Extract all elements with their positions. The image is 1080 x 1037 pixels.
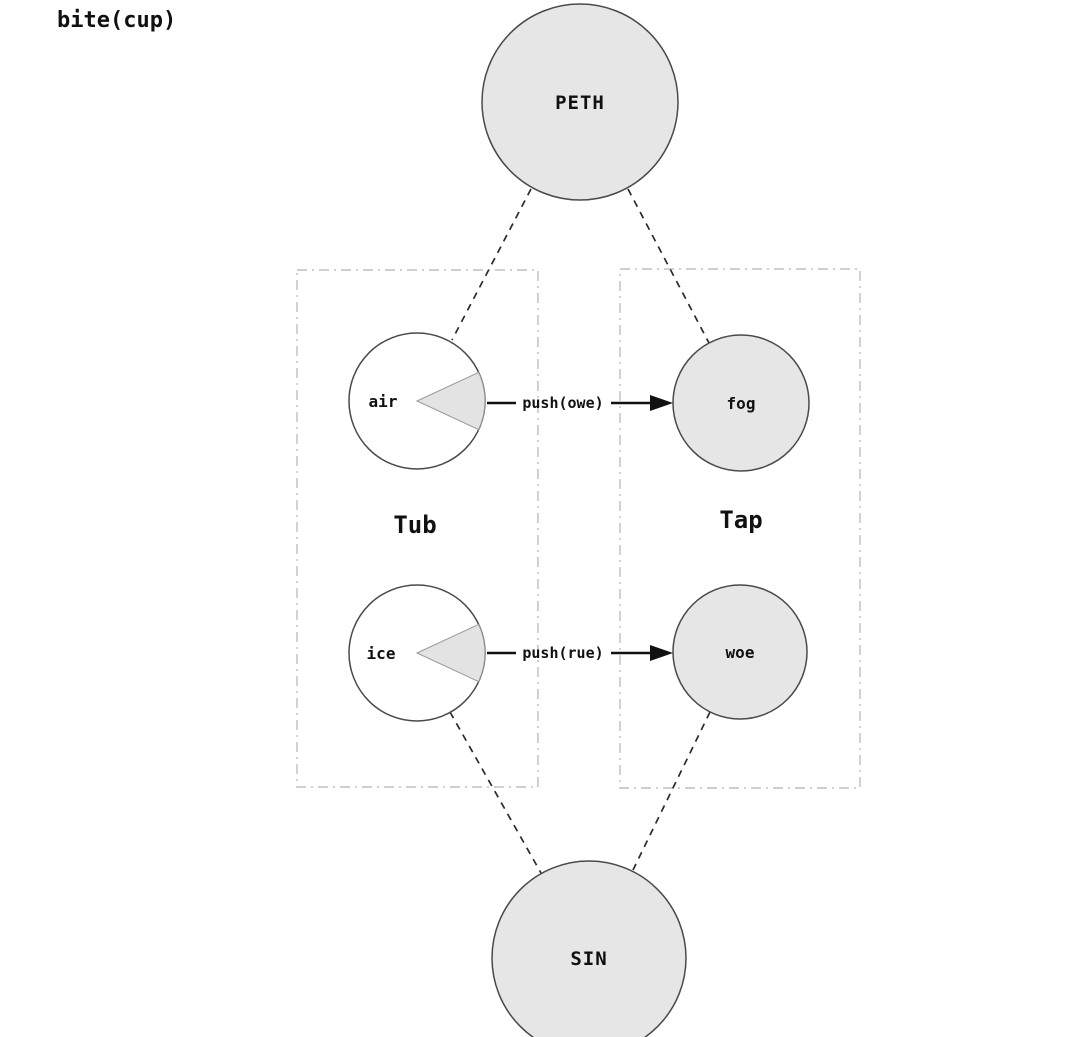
- node-peth: [481, 3, 679, 201]
- ice-pie-wedge-icon: [415, 623, 486, 683]
- group-box-tap: [619, 268, 861, 789]
- diagram-title: bite(cup): [57, 8, 176, 33]
- node-label-sin: SIN: [570, 948, 607, 970]
- node-label-woe: woe: [726, 643, 755, 662]
- node-sin: [491, 860, 687, 1037]
- node-label-fog: fog: [727, 394, 756, 413]
- edge-peth-air: [451, 188, 532, 341]
- arrowhead-ice-woe-icon: [650, 645, 673, 661]
- group-label-tap: Tap: [719, 506, 762, 534]
- group-box-tub: [296, 269, 539, 788]
- node-label-air: air: [369, 392, 398, 411]
- node-woe: [672, 584, 808, 720]
- arrowhead-air-fog-icon: [650, 395, 673, 411]
- edge-woe-sin: [632, 711, 711, 871]
- edge-peth-fog: [627, 188, 710, 344]
- node-label-peth: PETH: [555, 92, 605, 114]
- group-label-tub: Tub: [393, 511, 436, 539]
- edge-label-push-owe: push(owe): [522, 394, 603, 412]
- node-label-ice: ice: [367, 644, 396, 663]
- edge-ice-sin: [449, 711, 542, 874]
- air-pie-wedge-icon: [415, 371, 486, 431]
- edge-label-push-rue: push(rue): [522, 644, 603, 662]
